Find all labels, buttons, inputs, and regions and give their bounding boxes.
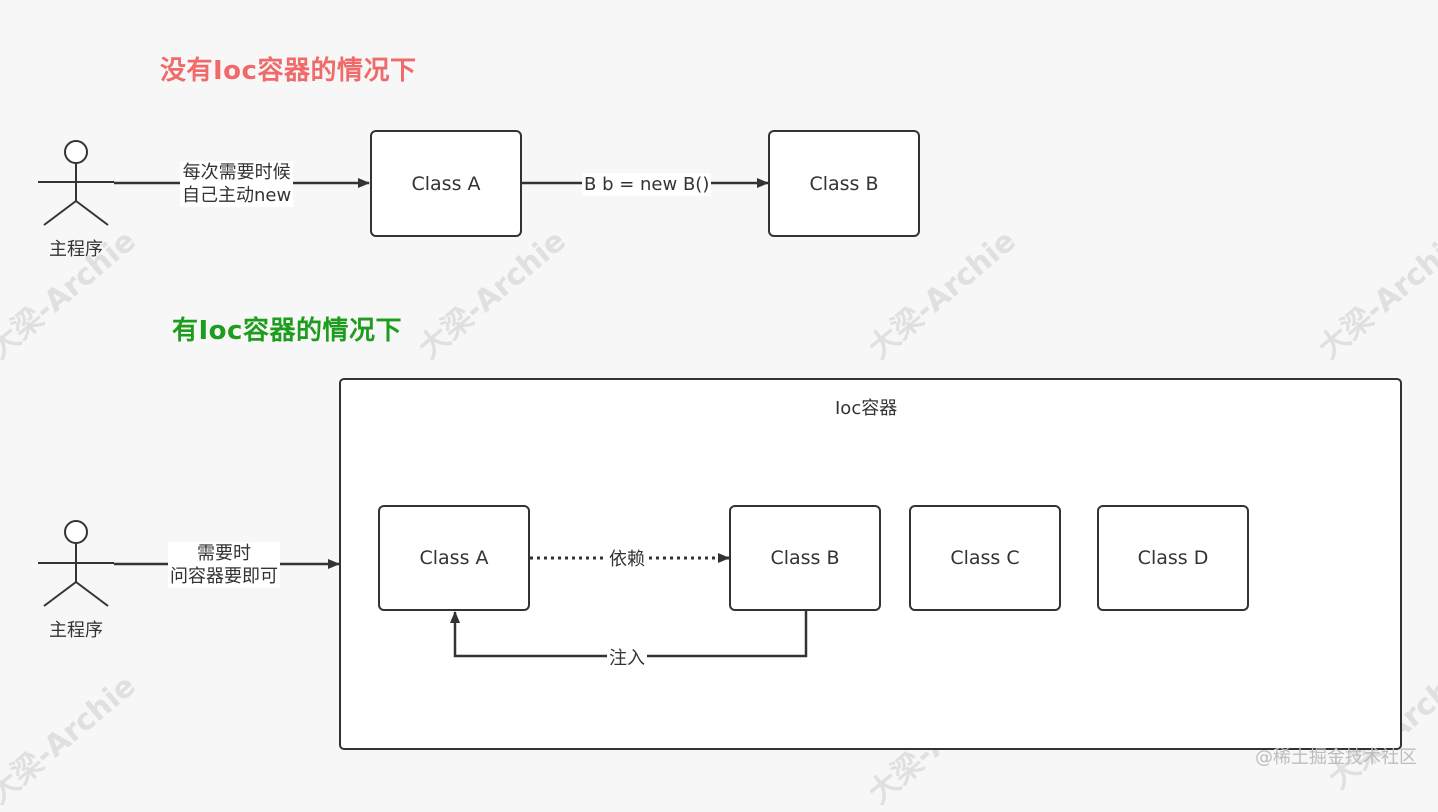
new-b-label: B b = new B() [582, 173, 712, 196]
bottom-actor-icon [38, 520, 114, 607]
top-class-b-box: Class B [768, 130, 920, 237]
top-actor-icon [38, 140, 114, 226]
bottom-heading: 有Ioc容器的情况下 [172, 316, 402, 346]
top-actor-label: 主程序 [49, 239, 103, 260]
depend-label: 依赖 [607, 548, 647, 571]
bottom-class-a-label: Class A [419, 547, 489, 569]
top-arrow-label-line1: 每次需要时候 [182, 162, 291, 183]
top-arrow-label: 每次需要时候 自己主动new [180, 161, 294, 207]
bottom-class-c-box: Class C [909, 505, 1061, 611]
bottom-class-d-label: Class D [1137, 547, 1209, 569]
bottom-class-c-label: Class C [950, 547, 1020, 569]
container-title: Ioc容器 [835, 398, 898, 419]
bottom-class-b-label: Class B [770, 547, 840, 569]
bottom-class-b-box: Class B [729, 505, 881, 611]
bottom-arrow-label-line1: 需要时 [197, 543, 251, 564]
footer-attribution: @稀土掘金技术社区 [1255, 747, 1417, 768]
bottom-class-a-box: Class A [378, 505, 530, 611]
bottom-class-d-box: Class D [1097, 505, 1249, 611]
top-class-a-label: Class A [411, 172, 481, 195]
diagram-connectors [38, 140, 808, 658]
bottom-arrow-label-line2: 问容器要即可 [170, 566, 278, 587]
bottom-arrow-label: 需要时 问容器要即可 [168, 542, 280, 588]
inject-label: 注入 [607, 647, 647, 670]
top-class-b-label: Class B [809, 172, 879, 195]
top-class-a-box: Class A [370, 130, 522, 237]
top-heading: 没有Ioc容器的情况下 [160, 56, 417, 86]
top-arrow-label-line2: 自己主动new [182, 185, 292, 206]
bottom-actor-label: 主程序 [49, 620, 103, 641]
